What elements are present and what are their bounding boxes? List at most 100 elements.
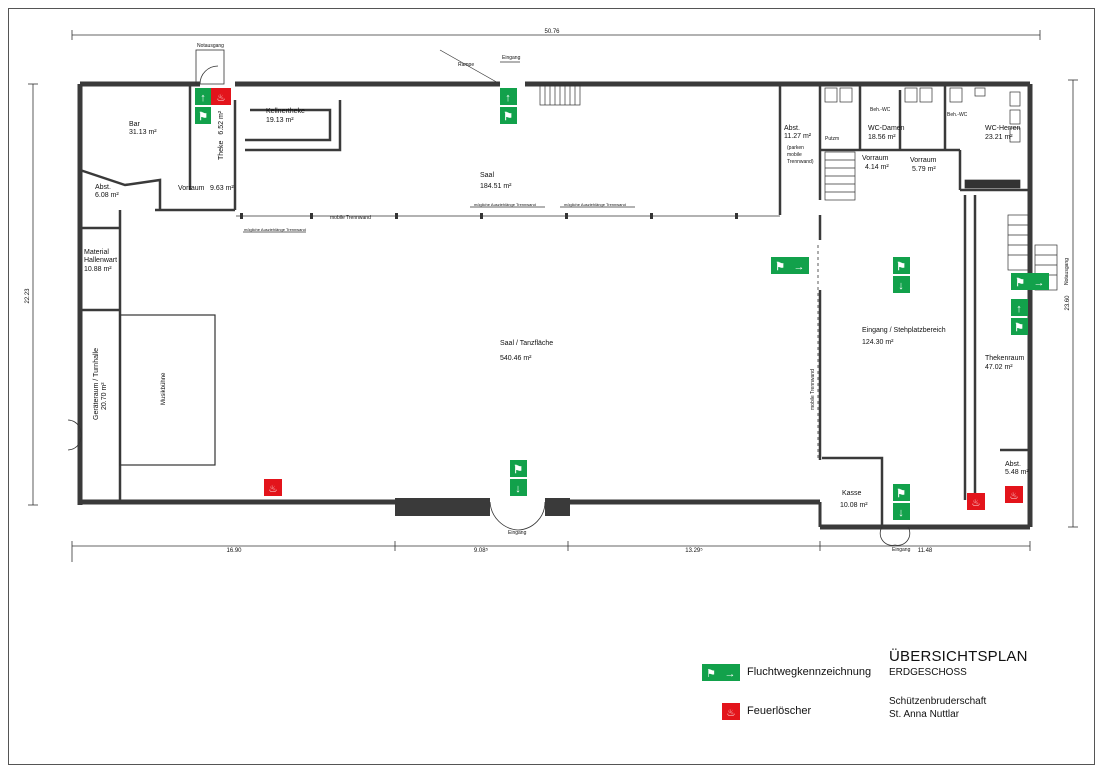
legend-extinguisher-label: Feuerlöscher bbox=[747, 705, 812, 717]
room-material-name2: Hallenwart bbox=[84, 257, 117, 264]
svg-text:→: → bbox=[725, 668, 736, 680]
wc-fixtures bbox=[824, 87, 1021, 189]
room-vorraum-left-name: Vorraum bbox=[178, 185, 205, 192]
room-bar-name: Bar bbox=[129, 121, 141, 128]
room-abst-left-area: 6.08 m² bbox=[95, 192, 119, 199]
room-abst-right-name: Abst. bbox=[1005, 461, 1021, 468]
svg-text:♨: ♨ bbox=[217, 93, 226, 104]
entrance-doors bbox=[67, 419, 911, 546]
room-material-area: 10.88 m² bbox=[84, 266, 112, 273]
room-abst-right-area: 5.48 m² bbox=[1005, 469, 1029, 476]
dim-left-height: 22.23 bbox=[25, 288, 31, 304]
svg-text:⚑: ⚑ bbox=[503, 111, 513, 123]
label-beh-wc-1: Beh.-WC bbox=[870, 107, 891, 113]
escape-arrows: ↑ ⚑ ↑ ⚑ → ⚑ ⚑ ↓ ⚑ ↓ ⚑ ↓ ⚑ → ↑ ⚑ bbox=[198, 92, 1044, 519]
music-stage bbox=[119, 314, 216, 466]
drawing-frame bbox=[8, 8, 1095, 765]
room-wc-damen-name: WC-Damen bbox=[868, 125, 905, 132]
dimension-lines bbox=[28, 30, 1078, 562]
escape-sign-icon bbox=[500, 107, 517, 124]
svg-text:→: → bbox=[1034, 277, 1045, 289]
svg-text:⚑: ⚑ bbox=[775, 261, 785, 273]
escape-sign-icon bbox=[510, 479, 527, 496]
label-eingang-top: Eingang bbox=[502, 55, 521, 61]
svg-text:♨: ♨ bbox=[972, 498, 981, 509]
room-kasse-name: Kasse bbox=[842, 490, 862, 497]
label-notausgang-top: Notausgang bbox=[197, 43, 224, 49]
label-mobile-trennwand: mobile Trennwand bbox=[330, 215, 371, 221]
dim-bottom-1: 16.90 bbox=[226, 548, 242, 554]
room-bar-area: 31.13 m² bbox=[129, 129, 157, 136]
room-saal-tanz-name: Saal / Tanzfläche bbox=[500, 340, 553, 347]
room-vorraum-a-name: Vorraum bbox=[862, 155, 889, 162]
label-auszugslaenge-1: mögliche Auszieh­länge Trennwand bbox=[244, 227, 306, 232]
escape-sign-icon bbox=[195, 107, 211, 124]
room-eingang-area: 124.30 m² bbox=[862, 339, 894, 346]
svg-text:⚑: ⚑ bbox=[1014, 322, 1024, 334]
room-thekenraum-area: 47.02 m² bbox=[985, 364, 1013, 371]
svg-text:⚑: ⚑ bbox=[198, 111, 208, 123]
dim-top-width: 50.76 bbox=[544, 29, 560, 35]
legend-extinguisher-icon bbox=[722, 703, 740, 720]
room-theke: Theke 6.52 m² bbox=[218, 110, 225, 160]
room-theke-area: 6.52 m² bbox=[218, 110, 225, 134]
svg-text:♨: ♨ bbox=[1010, 491, 1019, 502]
org-line-2: St. Anna Nuttlar bbox=[889, 709, 960, 720]
escape-sign-icon bbox=[500, 88, 517, 105]
room-kasse-area: 10.08 m² bbox=[840, 502, 868, 509]
room-abst-mid-note2: mobile bbox=[787, 152, 802, 158]
escape-sign-icon bbox=[510, 460, 527, 477]
room-abst-mid-area: 11.27 m² bbox=[784, 133, 812, 140]
dim-right-height: 23.60 bbox=[1065, 295, 1071, 311]
escape-sign-icon bbox=[893, 484, 910, 501]
room-vorraum-a-area: 4.14 m² bbox=[865, 164, 889, 171]
room-abst-mid-name: Abst. bbox=[784, 125, 800, 132]
room-vorraum-b-area: 5.79 m² bbox=[912, 166, 936, 173]
stairs bbox=[439, 49, 1058, 291]
room-saal-area: 184.51 m² bbox=[480, 183, 512, 190]
svg-text:↓: ↓ bbox=[898, 280, 904, 292]
escape-sign-icon bbox=[1011, 273, 1049, 290]
escape-sign-icon bbox=[195, 88, 211, 105]
room-eingang-name: Eingang / Stehplatzbereich bbox=[862, 327, 946, 334]
svg-text:↓: ↓ bbox=[898, 507, 904, 519]
legend-escape-label: Fluchtwegkennzeichnung bbox=[747, 666, 872, 678]
label-eingang-bottom-right: Eingang bbox=[892, 547, 911, 553]
label-rampe: Rampe bbox=[458, 62, 474, 68]
room-theke-name: Theke bbox=[218, 140, 225, 160]
room-vorraum-b-name: Vorraum bbox=[910, 157, 937, 164]
escape-sign-icon bbox=[893, 257, 910, 274]
room-abst-mid-note1: (parken bbox=[787, 145, 804, 151]
legend-escape-icon bbox=[702, 664, 740, 681]
room-saal-tanz-area: 540.46 m² bbox=[500, 355, 532, 362]
plan-subtitle: ERDGESCHOSS bbox=[889, 667, 967, 678]
room-labels: Bar 31.13 m² Kellnertheke 19.13 m² Theke… bbox=[84, 108, 1029, 509]
svg-text:→: → bbox=[794, 261, 805, 273]
room-abst-mid-note3: Trennwand) bbox=[787, 159, 814, 165]
title-block: ÜBERSICHTSPLAN ERDGESCHOSS Schützenbrude… bbox=[889, 648, 1028, 720]
escape-sign-icon bbox=[893, 276, 910, 293]
emergency-exit-door-top bbox=[195, 49, 225, 85]
label-eingang-bottom: Eingang bbox=[508, 530, 527, 536]
dim-bottom-2: 9.08⁵ bbox=[474, 547, 489, 554]
org-line-1: Schützenbruderschaft bbox=[889, 696, 987, 707]
svg-text:♨: ♨ bbox=[269, 484, 278, 495]
room-saal-name: Saal bbox=[480, 172, 494, 179]
svg-text:⚑: ⚑ bbox=[896, 488, 906, 500]
room-vorraum-left-area: 9.63 m² bbox=[210, 185, 234, 192]
svg-text:↑: ↑ bbox=[1016, 303, 1022, 315]
label-mobile-trennwand-vertical: mobile Trennwand bbox=[810, 369, 816, 410]
mobile-partition bbox=[236, 206, 819, 460]
escape-markers bbox=[195, 88, 1049, 520]
room-kellnertheke-area: 19.13 m² bbox=[266, 117, 294, 124]
room-abst-left-name: Abst. bbox=[95, 184, 111, 191]
svg-text:↓: ↓ bbox=[515, 483, 521, 495]
dim-bottom-3: 13.29⁵ bbox=[685, 547, 703, 554]
label-auszugslaenge-3: mögliche Auszieh­länge Trennwand bbox=[564, 202, 626, 207]
dim-bottom-4: 11.48 bbox=[918, 548, 933, 554]
label-notausgang-right: Notausgang bbox=[1064, 258, 1070, 285]
room-kellnertheke-name: Kellnertheke bbox=[266, 108, 305, 115]
room-geraeteraum-name: Geräteraum / Turnhalle bbox=[93, 348, 100, 420]
escape-sign-icon bbox=[893, 503, 910, 520]
